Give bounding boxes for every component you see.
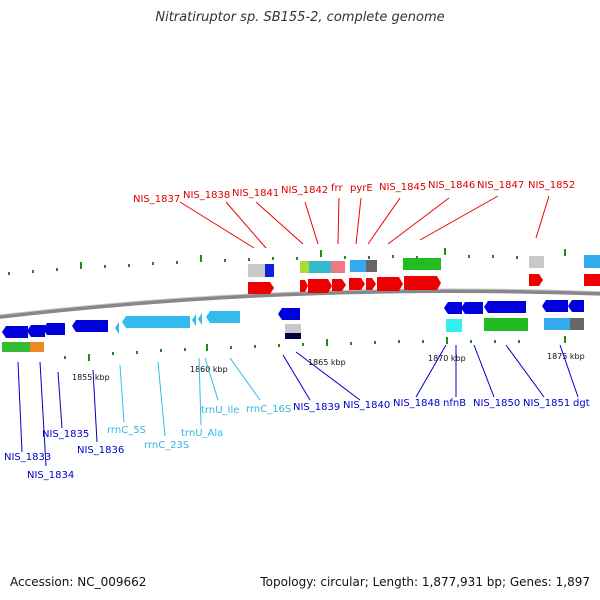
gene-label-NIS_1851[interactable]: NIS_1851	[523, 398, 570, 409]
cog-box-1837[interactable]	[248, 264, 265, 277]
gene-label-NIS_1833[interactable]: NIS_1833	[4, 452, 51, 463]
gene-label-rrnC_16S[interactable]: rrnC_16S	[246, 404, 291, 415]
upper-ruler	[8, 248, 566, 275]
gene-arrow-1836[interactable]	[72, 320, 108, 332]
gene-label-NIS_1847[interactable]: NIS_1847	[477, 180, 524, 191]
gene-label-NIS_1836[interactable]: NIS_1836	[77, 445, 124, 456]
gene-arrow-right[interactable]	[584, 274, 600, 286]
lower-leader-lines-blue	[17, 344, 579, 467]
cog-box-1842b[interactable]	[309, 261, 331, 273]
cog-box-1851[interactable]	[544, 318, 570, 330]
cog-box-1846[interactable]	[403, 258, 441, 270]
gene-arrow-1838[interactable]	[262, 282, 274, 294]
lower-leader-lines-cyan	[119, 357, 261, 437]
gene-label-NIS_1840[interactable]: NIS_1840	[343, 400, 390, 411]
cog-box-1842a[interactable]	[300, 261, 309, 273]
kbp-label-1855: 1855 kbp	[72, 373, 110, 382]
rna-arrow-trnU_Ile[interactable]	[198, 313, 202, 325]
rna-arrow-trnU_Ala[interactable]	[192, 314, 196, 326]
gene-label-NIS_1835[interactable]: NIS_1835	[42, 429, 89, 440]
cog-box-dgt[interactable]	[570, 318, 584, 330]
accession-text: Accession: NC_009662	[10, 575, 147, 589]
cog-box-1834[interactable]	[30, 342, 44, 352]
kbp-label-1865: 1865 kbp	[308, 358, 346, 367]
gene-arrow-1835[interactable]	[43, 323, 65, 335]
gene-label-frr[interactable]: frr	[331, 183, 343, 194]
cog-box-1838[interactable]	[265, 264, 274, 277]
gene-label-NIS_1845[interactable]: NIS_1845	[379, 182, 426, 193]
upper-leader-lines	[179, 195, 550, 249]
gene-label-NIS_1850[interactable]: NIS_1850	[473, 398, 520, 409]
cog-box-1852[interactable]	[529, 256, 544, 268]
gene-label-NIS_1842[interactable]: NIS_1842	[281, 185, 328, 196]
gene-arrow-1833[interactable]	[2, 326, 28, 338]
gene-label-dgt[interactable]: dgt	[573, 398, 590, 409]
gene-label-NIS_1852[interactable]: NIS_1852	[528, 180, 575, 191]
kbp-label-1875: 1875 kbp	[547, 352, 585, 361]
genome-backbone-highlight	[0, 288, 600, 316]
gene-arrow-1834[interactable]	[27, 325, 45, 337]
gene-label-NIS_1839[interactable]: NIS_1839	[293, 402, 340, 413]
forward-genes	[248, 274, 600, 294]
lower-feature-blocks	[2, 318, 584, 352]
kbp-label-1870: 1870 kbp	[428, 354, 466, 363]
upper-feature-blocks	[248, 255, 600, 277]
gene-label-NIS_1834[interactable]: NIS_1834	[27, 470, 74, 481]
lower-ruler	[64, 336, 566, 361]
gene-label-trnU_Ala[interactable]: trnU_Ala	[181, 428, 223, 439]
gene-arrow-1845b[interactable]	[377, 277, 403, 291]
cog-box-pyrE[interactable]	[350, 260, 366, 272]
gene-label-rrnC_5S[interactable]: rrnC_5S	[107, 425, 146, 436]
cog-box-1850[interactable]	[484, 318, 528, 331]
cog-box-1833[interactable]	[2, 342, 30, 352]
gene-arrow-1839[interactable]	[278, 308, 300, 320]
gene-arrow-1850[interactable]	[484, 301, 526, 313]
rna-arrow-rrnC_16S[interactable]	[206, 311, 240, 323]
genome-backbone	[0, 289, 600, 319]
gene-label-NIS_1846[interactable]: NIS_1846	[428, 180, 475, 191]
cog-box-1840[interactable]	[285, 333, 301, 339]
rna-genes	[115, 311, 240, 334]
rna-arrow-rrnC_23S[interactable]	[122, 316, 190, 328]
gene-arrow-1846[interactable]	[404, 276, 441, 290]
gene-arrow-pyrE[interactable]	[349, 278, 365, 290]
topology-text: Topology: circular; Length: 1,877,931 bp…	[260, 575, 590, 589]
rna-arrow-rrnC_5S[interactable]	[115, 322, 119, 334]
gene-arrow-1845a[interactable]	[366, 278, 376, 290]
gene-arrow-1841[interactable]	[300, 280, 308, 292]
gene-arrow-1842[interactable]	[308, 279, 332, 293]
cog-box-frr[interactable]	[331, 261, 345, 273]
cog-box-1848[interactable]	[446, 319, 462, 332]
gene-arrow-nfnB[interactable]	[461, 302, 483, 314]
reverse-genes	[2, 300, 584, 338]
cog-box-1839[interactable]	[285, 324, 301, 333]
gene-arrow-1848[interactable]	[444, 302, 462, 314]
gene-arrow-1852[interactable]	[529, 274, 543, 286]
gene-arrow-1837[interactable]	[248, 282, 266, 294]
gene-label-rrnC_23S[interactable]: rrnC_23S	[144, 440, 189, 451]
gene-label-NIS_1838[interactable]: NIS_1838	[183, 190, 230, 201]
cog-box-right[interactable]	[584, 255, 600, 268]
gene-label-pyrE[interactable]: pyrE	[350, 183, 373, 194]
gene-label-NIS_1848[interactable]: NIS_1848	[393, 398, 440, 409]
gene-label-NIS_1837[interactable]: NIS_1837	[133, 194, 180, 205]
gene-arrow-dgt[interactable]	[568, 300, 584, 312]
gene-label-trnU_Ile[interactable]: trnU_Ile	[201, 405, 239, 416]
cog-box-1845[interactable]	[366, 260, 377, 272]
gene-arrow-frr[interactable]	[332, 279, 346, 291]
gene-label-NIS_1841[interactable]: NIS_1841	[232, 188, 279, 199]
map-title: Nitratiruptor sp. SB155-2, complete geno…	[155, 10, 445, 25]
gene-arrow-1851[interactable]	[542, 300, 568, 312]
gene-label-nfnB[interactable]: nfnB	[443, 398, 466, 409]
